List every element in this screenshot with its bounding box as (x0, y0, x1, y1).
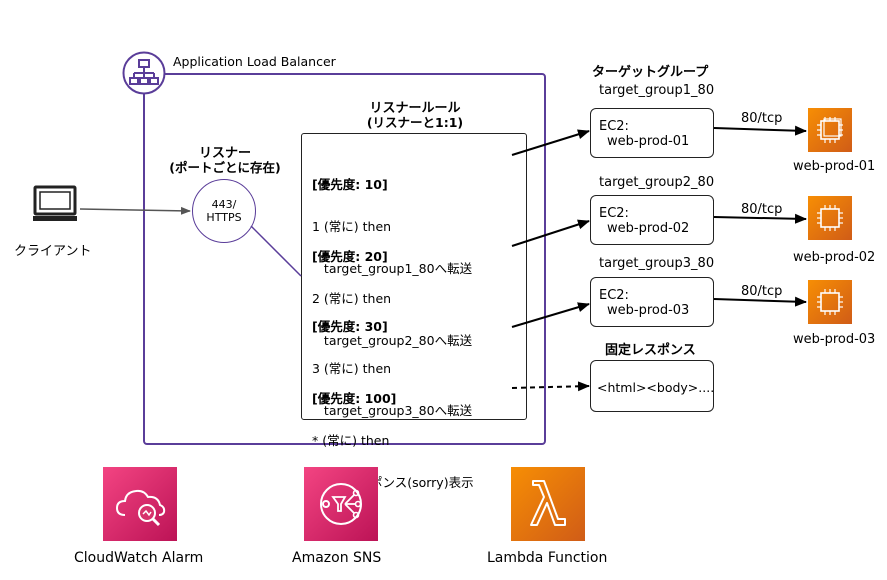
rule-action: target_group2_80へ転送 (312, 333, 473, 348)
lambda-icon (511, 467, 585, 541)
listener-port: 443/ (211, 198, 237, 211)
listener-protocol: HTTPS (206, 211, 242, 224)
rule-action: target_group3_80へ転送 (312, 403, 473, 418)
ec2-instance-label: web-prod-03 (793, 332, 876, 347)
client-computer-icon (32, 185, 78, 229)
service-label: Amazon SNS (292, 550, 382, 566)
fixed-response-body: <html><body>.... (597, 380, 715, 395)
target-type: EC2: (599, 288, 629, 303)
port-label: 80/tcp (741, 284, 783, 299)
port-label: 80/tcp (741, 111, 783, 126)
target-instance: web-prod-01 (607, 134, 690, 149)
target-group-box: EC2: web-prod-03 (590, 277, 714, 327)
rule-condition: 2 (常に) then (312, 291, 392, 306)
rule-to-fixed-response-arrow (511, 381, 590, 392)
alb-group-frame (143, 73, 546, 445)
rule-priority: [優先度: 10] (312, 177, 388, 192)
rule-condition: * (常に) then (312, 433, 390, 448)
tg2-to-ec2-arrow (713, 213, 807, 224)
service-label: CloudWatch Alarm (74, 550, 204, 566)
rule-condition: 1 (常に) then (312, 219, 392, 234)
rule-to-tg1-arrow (511, 129, 590, 156)
alb-title: Application Load Balancer (173, 54, 336, 69)
rule-item: [優先度: 10] 1 (常に) then target_group1_80へ転… (312, 150, 472, 290)
rule-priority: [優先度: 30] (312, 319, 388, 334)
sns-icon (304, 467, 378, 541)
rules-heading: リスナールール (369, 101, 461, 116)
fixed-response-heading: 固定レスポンス (605, 343, 696, 358)
rules-box (301, 133, 527, 420)
tg3-to-ec2-arrow (713, 296, 807, 307)
rule-to-tg3-arrow (511, 302, 590, 328)
ec2-instance-icon (808, 280, 852, 324)
listener-subheading: (ポートごとに存在) (169, 160, 281, 175)
client-label: クライアント (14, 244, 92, 259)
target-group-box: EC2: web-prod-01 (590, 108, 714, 158)
alb-icon (122, 51, 166, 95)
ec2-instance-icon (808, 196, 852, 240)
rule-to-tg2-arrow (511, 219, 590, 247)
target-type: EC2: (599, 206, 629, 221)
client-to-listener-arrow (79, 206, 191, 215)
target-group-box: EC2: web-prod-02 (590, 195, 714, 245)
target-group-name: target_group1_80 (599, 83, 715, 98)
listener-to-rules-line (250, 225, 302, 277)
target-groups-heading: ターゲットグループ (592, 65, 709, 80)
fixed-response-box: <html><body>.... (590, 360, 714, 412)
ec2-instance-label: web-prod-01 (793, 159, 876, 174)
tg1-to-ec2-arrow (713, 125, 807, 136)
target-type: EC2: (599, 119, 629, 134)
rule-condition: 3 (常に) then (312, 361, 392, 376)
rule-item: [優先度: 20] 2 (常に) then target_group2_80へ転… (312, 222, 472, 362)
cloudwatch-alarm-icon (103, 467, 177, 541)
rules-subheading: (リスナーと1:1) (366, 115, 464, 130)
ec2-instance-icon (808, 108, 852, 152)
listener-heading: リスナー (198, 146, 251, 161)
port-label: 80/tcp (741, 202, 783, 217)
rule-item: [優先度: 30] 3 (常に) then target_group3_80へ転… (312, 292, 472, 432)
rule-priority: [優先度: 100] (312, 391, 397, 406)
target-group-name: target_group3_80 (599, 256, 715, 271)
rule-priority: [優先度: 20] (312, 249, 388, 264)
listener-node: 443/HTTPS (192, 179, 256, 243)
target-group-name: target_group2_80 (599, 175, 715, 190)
ec2-instance-label: web-prod-02 (793, 250, 876, 265)
target-instance: web-prod-03 (607, 303, 690, 318)
service-label: Lambda Function (487, 550, 608, 566)
rule-action: target_group1_80へ転送 (312, 261, 473, 276)
target-instance: web-prod-02 (607, 221, 690, 236)
